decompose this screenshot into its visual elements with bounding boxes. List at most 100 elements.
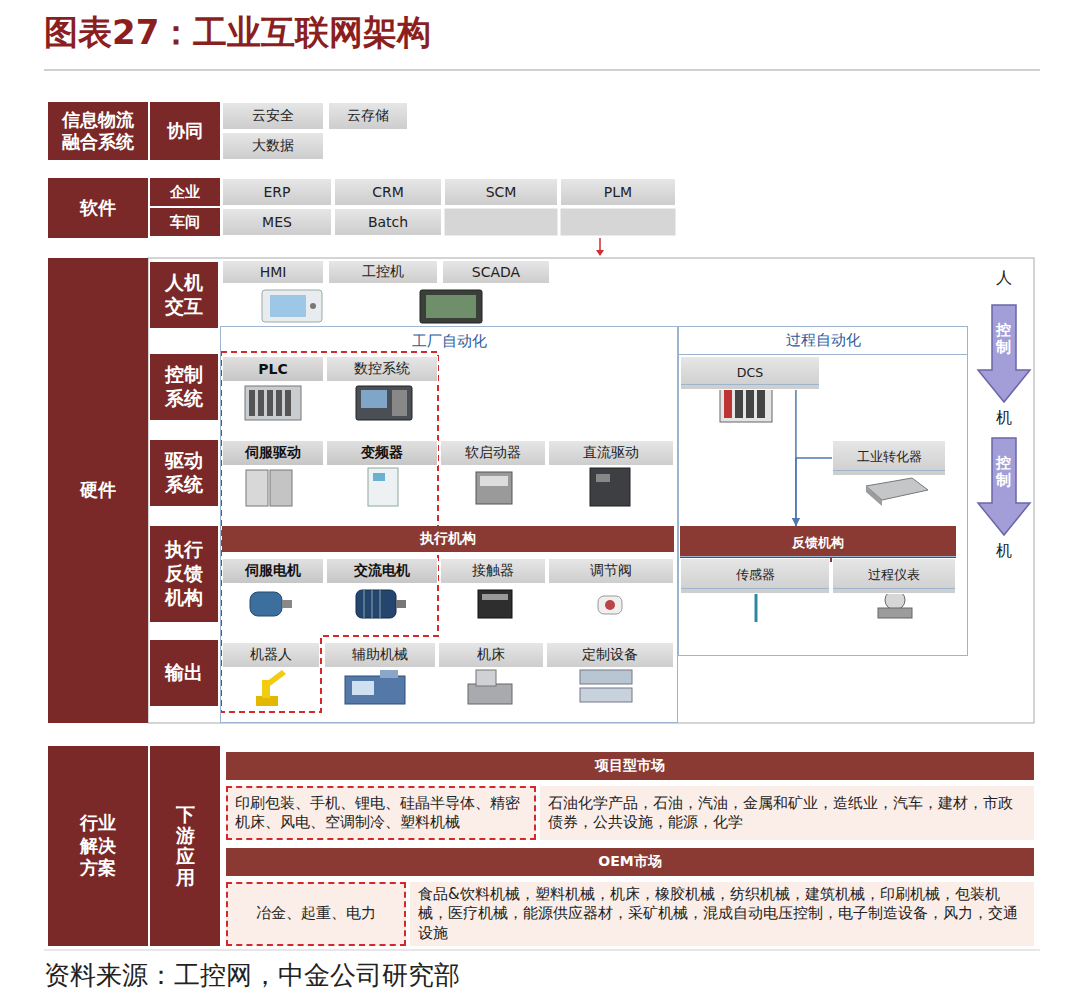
connector-line — [796, 458, 832, 526]
servo-drive-icon-part — [246, 470, 268, 506]
custom-equipment-icon-part — [580, 670, 632, 684]
component-box: 变频器 — [326, 440, 438, 466]
ac-motor-icon-part — [380, 590, 381, 618]
node-text: 交流电机 — [354, 562, 410, 580]
soft-starter-icon-part — [480, 476, 508, 486]
dcs-icon-part — [724, 390, 732, 418]
hmi-panel-icon — [262, 290, 322, 322]
group-header: OEM市场 — [226, 848, 1034, 876]
node-text: 行业解决方案 — [80, 812, 116, 880]
section-label: 软件 — [48, 178, 148, 238]
node-text: MES — [262, 214, 292, 230]
actor-label: 机 — [996, 408, 1012, 429]
component-box: Batch — [334, 208, 442, 236]
actor-label: 机 — [996, 541, 1012, 562]
component-box: 辅助机械 — [324, 642, 436, 668]
layer-label: 人机交互 — [150, 262, 218, 328]
tier-label: 车间 — [150, 208, 220, 236]
empty-cell-part — [444, 208, 558, 236]
component-box: 大数据 — [222, 132, 324, 160]
machine-tool-icon-part — [468, 684, 512, 704]
arrow-head — [792, 518, 800, 526]
robot-icon — [256, 670, 286, 706]
dcs-icon — [720, 386, 772, 422]
servo-drive-icon — [246, 470, 292, 506]
section-label: 信息物流融合系统 — [48, 102, 148, 160]
node-text: 机器人 — [250, 646, 292, 664]
control-arrow-part — [978, 438, 1030, 535]
inverter-icon-part — [373, 473, 385, 481]
control-arrow-part — [978, 305, 1030, 402]
servo-motor-icon — [250, 592, 292, 616]
node-text: 软启动器 — [465, 444, 521, 462]
arrow-label: 控制 — [996, 322, 1011, 355]
cnc-panel-icon-part — [361, 390, 387, 408]
node-text: 反馈机构 — [680, 531, 956, 557]
plc-icon-part — [245, 386, 301, 420]
component-box: 定制设备 — [546, 642, 674, 668]
node-text: SCADA — [472, 264, 520, 280]
aux-machine-icon-part — [380, 670, 398, 678]
component-box: HMI — [222, 260, 324, 284]
layer-label: 输出 — [150, 640, 218, 706]
machine-tool-icon — [468, 670, 512, 704]
node-text: 信息物流融合系统 — [62, 109, 134, 154]
ac-motor-icon-part — [372, 590, 373, 618]
region-frame: 工厂自动化PLC数控系统伺服驱动变频器软启动器直流驱动执行机构伺服电机交流电机接… — [220, 326, 678, 723]
layer-label: 控制系统 — [150, 354, 218, 420]
node-text: 变频器 — [361, 444, 403, 462]
component-box: 机器人 — [222, 642, 320, 668]
contactor-icon-part — [482, 594, 508, 600]
hmi-panel-icon-part — [310, 303, 316, 309]
servo-drive-icon-part — [270, 470, 292, 506]
red-arrow — [596, 238, 604, 256]
rule-line-part — [44, 950, 1040, 951]
node-text: CRM — [372, 184, 404, 200]
market-list: 食品&饮料机械，塑料机械，机床，橡胶机械，纺织机械，建筑机械，印刷机械，包装机械… — [410, 882, 1034, 946]
node-text: 接触器 — [472, 562, 514, 580]
node-text: 机床 — [477, 646, 505, 664]
converter-icon — [866, 478, 928, 506]
component-box: CRM — [334, 178, 442, 206]
ipc-icon — [420, 290, 482, 323]
node-text: 软件 — [80, 197, 116, 220]
contactor-icon-part — [478, 590, 512, 618]
instrument-icon — [878, 590, 912, 618]
node-text: 辅助机械 — [352, 646, 408, 664]
plc-icon-part — [276, 390, 282, 416]
ipc-icon-part — [426, 295, 476, 318]
dcs-icon-part — [735, 390, 743, 418]
node-text: 协同 — [167, 120, 203, 143]
inverter-icon-part — [368, 468, 398, 506]
aux-machine-icon — [345, 670, 405, 704]
node-text: 过程仪表 — [833, 563, 955, 589]
aux-machine-icon-part — [352, 681, 374, 695]
soft-starter-icon-part — [476, 472, 512, 504]
node-text: 工业转化器 — [833, 445, 945, 471]
servo-motor-icon-part — [282, 600, 292, 608]
dcs-icon-part — [746, 390, 754, 418]
ipc-icon-part — [420, 290, 482, 323]
node-text: 企业 — [170, 183, 200, 202]
node-text: 执行机构 — [420, 530, 476, 548]
layer-label: 驱动系统 — [150, 440, 218, 506]
node-text: 传感器 — [681, 563, 829, 589]
region-frame: 过程自动化DCS工业转化器反馈机构传感器过程仪表 — [678, 326, 968, 656]
valve-icon — [598, 596, 622, 614]
plc-icon-part — [267, 390, 273, 416]
node-text: 数控系统 — [354, 360, 410, 378]
node-text: Batch — [368, 214, 408, 230]
plc-icon-part — [285, 390, 291, 416]
dcs-icon-part — [757, 390, 765, 418]
node-text: PLC — [258, 361, 287, 377]
ac-motor-icon-part — [364, 590, 365, 618]
node-text: 工厂自动化 — [412, 332, 487, 351]
node-text: PLM — [604, 184, 632, 200]
section-label: 下游应用 — [150, 746, 220, 946]
ac-motor-icon-part — [396, 600, 406, 608]
node-text: 硬件 — [80, 479, 116, 502]
dc-drive-icon-part — [590, 468, 630, 506]
arrow-head — [792, 518, 800, 526]
component-box: 数控系统 — [326, 356, 438, 382]
